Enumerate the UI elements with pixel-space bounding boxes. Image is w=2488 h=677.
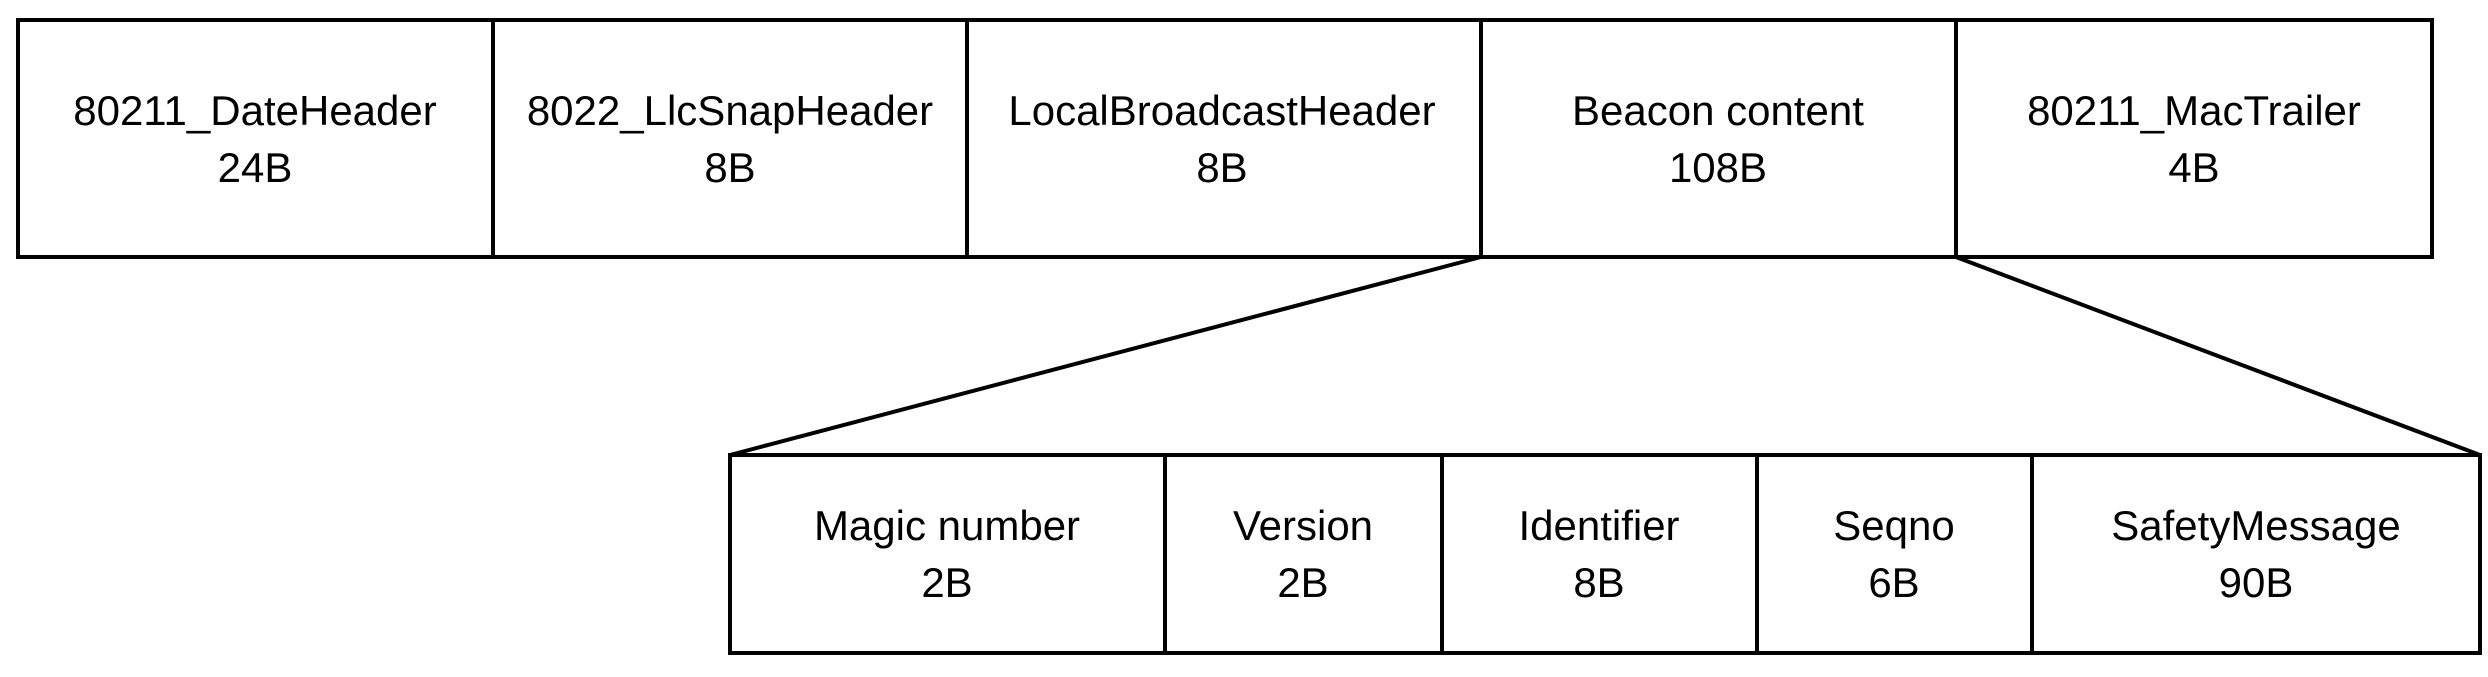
frame-row: 80211_DateHeader 24B 8022_LlcSnapHeader … bbox=[16, 18, 2434, 259]
field-name: SafetyMessage bbox=[2111, 502, 2401, 549]
beacon-field-version: Version 2B bbox=[1233, 502, 1373, 606]
field-name: 8022_LlcSnapHeader bbox=[527, 87, 933, 134]
beacon-field-safety-message: SafetyMessage 90B bbox=[2111, 502, 2401, 606]
field-size: 108B bbox=[1669, 144, 1767, 191]
frame-field-llc-snap-header: 8022_LlcSnapHeader 8B bbox=[527, 87, 933, 191]
field-size: 6B bbox=[1868, 559, 1919, 606]
expansion-connector-right bbox=[1955, 255, 2481, 457]
field-name: 80211_DateHeader bbox=[73, 87, 437, 134]
frame-field-date-header: 80211_DateHeader 24B bbox=[73, 87, 437, 191]
field-size: 24B bbox=[218, 144, 293, 191]
beacon-outline bbox=[728, 453, 2482, 655]
field-size: 2B bbox=[921, 559, 972, 606]
field-name: LocalBroadcastHeader bbox=[1008, 87, 1435, 134]
field-size: 8B bbox=[704, 144, 755, 191]
field-size: 90B bbox=[2219, 559, 2294, 606]
field-size: 8B bbox=[1573, 559, 1624, 606]
beacon-field-magic-number: Magic number 2B bbox=[814, 502, 1080, 606]
beacon-row: Magic number 2B Version 2B Identifier 8B… bbox=[728, 453, 2482, 655]
frame-field-mac-trailer: 80211_MacTrailer 4B bbox=[2027, 87, 2361, 191]
field-size: 4B bbox=[2168, 144, 2219, 191]
field-name: Identifier bbox=[1518, 502, 1679, 549]
frame-field-beacon-content: Beacon content 108B bbox=[1572, 87, 1864, 191]
field-name: Beacon content bbox=[1572, 87, 1864, 134]
field-name: Magic number bbox=[814, 502, 1080, 549]
beacon-field-seqno: Seqno 6B bbox=[1833, 502, 1954, 606]
expansion-connector-left bbox=[729, 255, 1482, 457]
field-size: 8B bbox=[1196, 144, 1247, 191]
field-size: 2B bbox=[1277, 559, 1328, 606]
beacon-field-identifier: Identifier 8B bbox=[1518, 502, 1679, 606]
frame-field-local-broadcast-header: LocalBroadcastHeader 8B bbox=[1008, 87, 1435, 191]
field-name: 80211_MacTrailer bbox=[2027, 87, 2361, 134]
frame-outline bbox=[16, 18, 2434, 259]
field-name: Seqno bbox=[1833, 502, 1954, 549]
field-name: Version bbox=[1233, 502, 1373, 549]
